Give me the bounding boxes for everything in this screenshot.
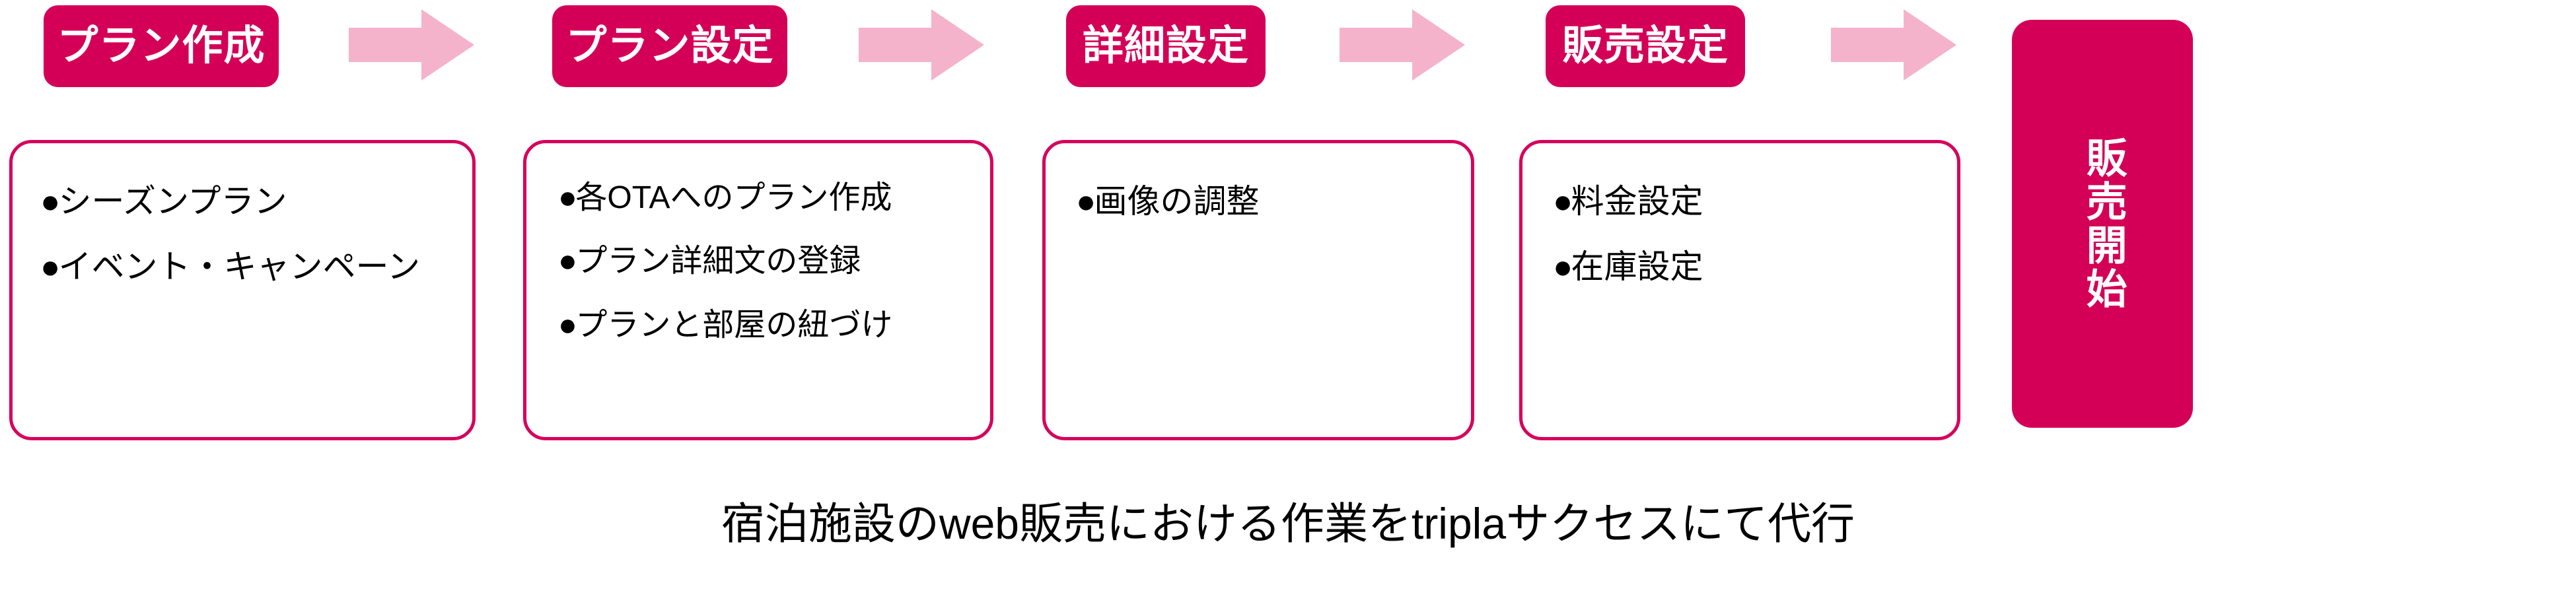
bullet-icon: ● <box>1553 248 1573 285</box>
list-item: ● 在庫設定 <box>1553 248 1957 285</box>
step-3-card: ● 画像の調整 <box>1042 140 1474 440</box>
bullet-label: 各OTAへのプラン作成 <box>575 180 892 215</box>
step-3-bullet-list: ● 画像の調整 <box>1046 143 1471 219</box>
step-2-card: ● 各OTAへのプラン作成 ● プラン詳細文の登録 ● プランと部屋の紐づけ <box>523 140 993 440</box>
process-flow: プラン作成 ● シーズンプラン ● イベント・キャンペーン <box>9 5 2193 440</box>
step-1-bullet-list: ● シーズンプラン ● イベント・キャンペーン <box>13 143 472 284</box>
sales-start-label: 販売開始 <box>2079 137 2126 311</box>
list-item: ● プランと部屋の紐づけ <box>558 307 990 343</box>
bullet-label: イベント・キャンペーン <box>58 248 421 285</box>
step-3-badge-label: 詳細設定 <box>1082 23 1249 69</box>
step-2-badge[interactable]: プラン設定 <box>552 5 787 87</box>
bullet-label: シーズンプラン <box>58 183 287 220</box>
list-item: ● 画像の調整 <box>1076 184 1471 219</box>
step-4-badge-label: 販売設定 <box>1561 23 1729 69</box>
right-arrow-icon-3 <box>1340 9 1465 81</box>
bullet-label: 在庫設定 <box>1571 248 1703 285</box>
bullet-label: 画像の調整 <box>1094 183 1260 220</box>
step-2-bullet-list: ● 各OTAへのプラン作成 ● プラン詳細文の登録 ● プランと部屋の紐づけ <box>526 143 990 342</box>
sales-start-pill[interactable]: 販売開始 <box>2012 20 2193 428</box>
list-item: ● 料金設定 <box>1553 184 1957 219</box>
right-arrow-icon-4 <box>1831 9 1956 81</box>
step-1-card: ● シーズンプラン ● イベント・キャンペーン <box>9 140 476 440</box>
bullet-icon: ● <box>40 183 61 220</box>
bullet-icon: ● <box>1076 183 1096 220</box>
bullet-icon: ● <box>558 244 577 279</box>
list-item: ● 各OTAへのプラン作成 <box>558 180 990 215</box>
right-arrow-icon-2 <box>859 9 984 81</box>
step-3-badge[interactable]: 詳細設定 <box>1066 5 1266 87</box>
list-item: ● イベント・キャンペーン <box>40 248 472 285</box>
bullet-icon: ● <box>1553 183 1573 220</box>
bullet-label: 料金設定 <box>1571 183 1703 220</box>
list-item: ● シーズンプラン <box>40 184 472 219</box>
step-4-badge[interactable]: 販売設定 <box>1546 5 1745 87</box>
diagram-caption: 宿泊施設のweb販売における作業をtriplaサクセスにて代行 <box>721 499 1855 548</box>
step-1-badge-label: プラン作成 <box>57 23 266 69</box>
step-1-badge[interactable]: プラン作成 <box>44 5 279 87</box>
step-2-badge-label: プラン設定 <box>565 23 774 69</box>
step-4-card: ● 料金設定 ● 在庫設定 <box>1519 140 1960 440</box>
step-4-bullet-list: ● 料金設定 ● 在庫設定 <box>1522 143 1957 284</box>
bullet-label: プラン詳細文の登録 <box>575 244 861 279</box>
list-item: ● プラン詳細文の登録 <box>558 244 990 279</box>
bullet-icon: ● <box>40 248 61 285</box>
right-arrow-icon-1 <box>349 9 474 81</box>
bullet-icon: ● <box>558 180 577 215</box>
bullet-icon: ● <box>558 307 577 343</box>
bullet-label: プランと部屋の紐づけ <box>575 307 893 343</box>
